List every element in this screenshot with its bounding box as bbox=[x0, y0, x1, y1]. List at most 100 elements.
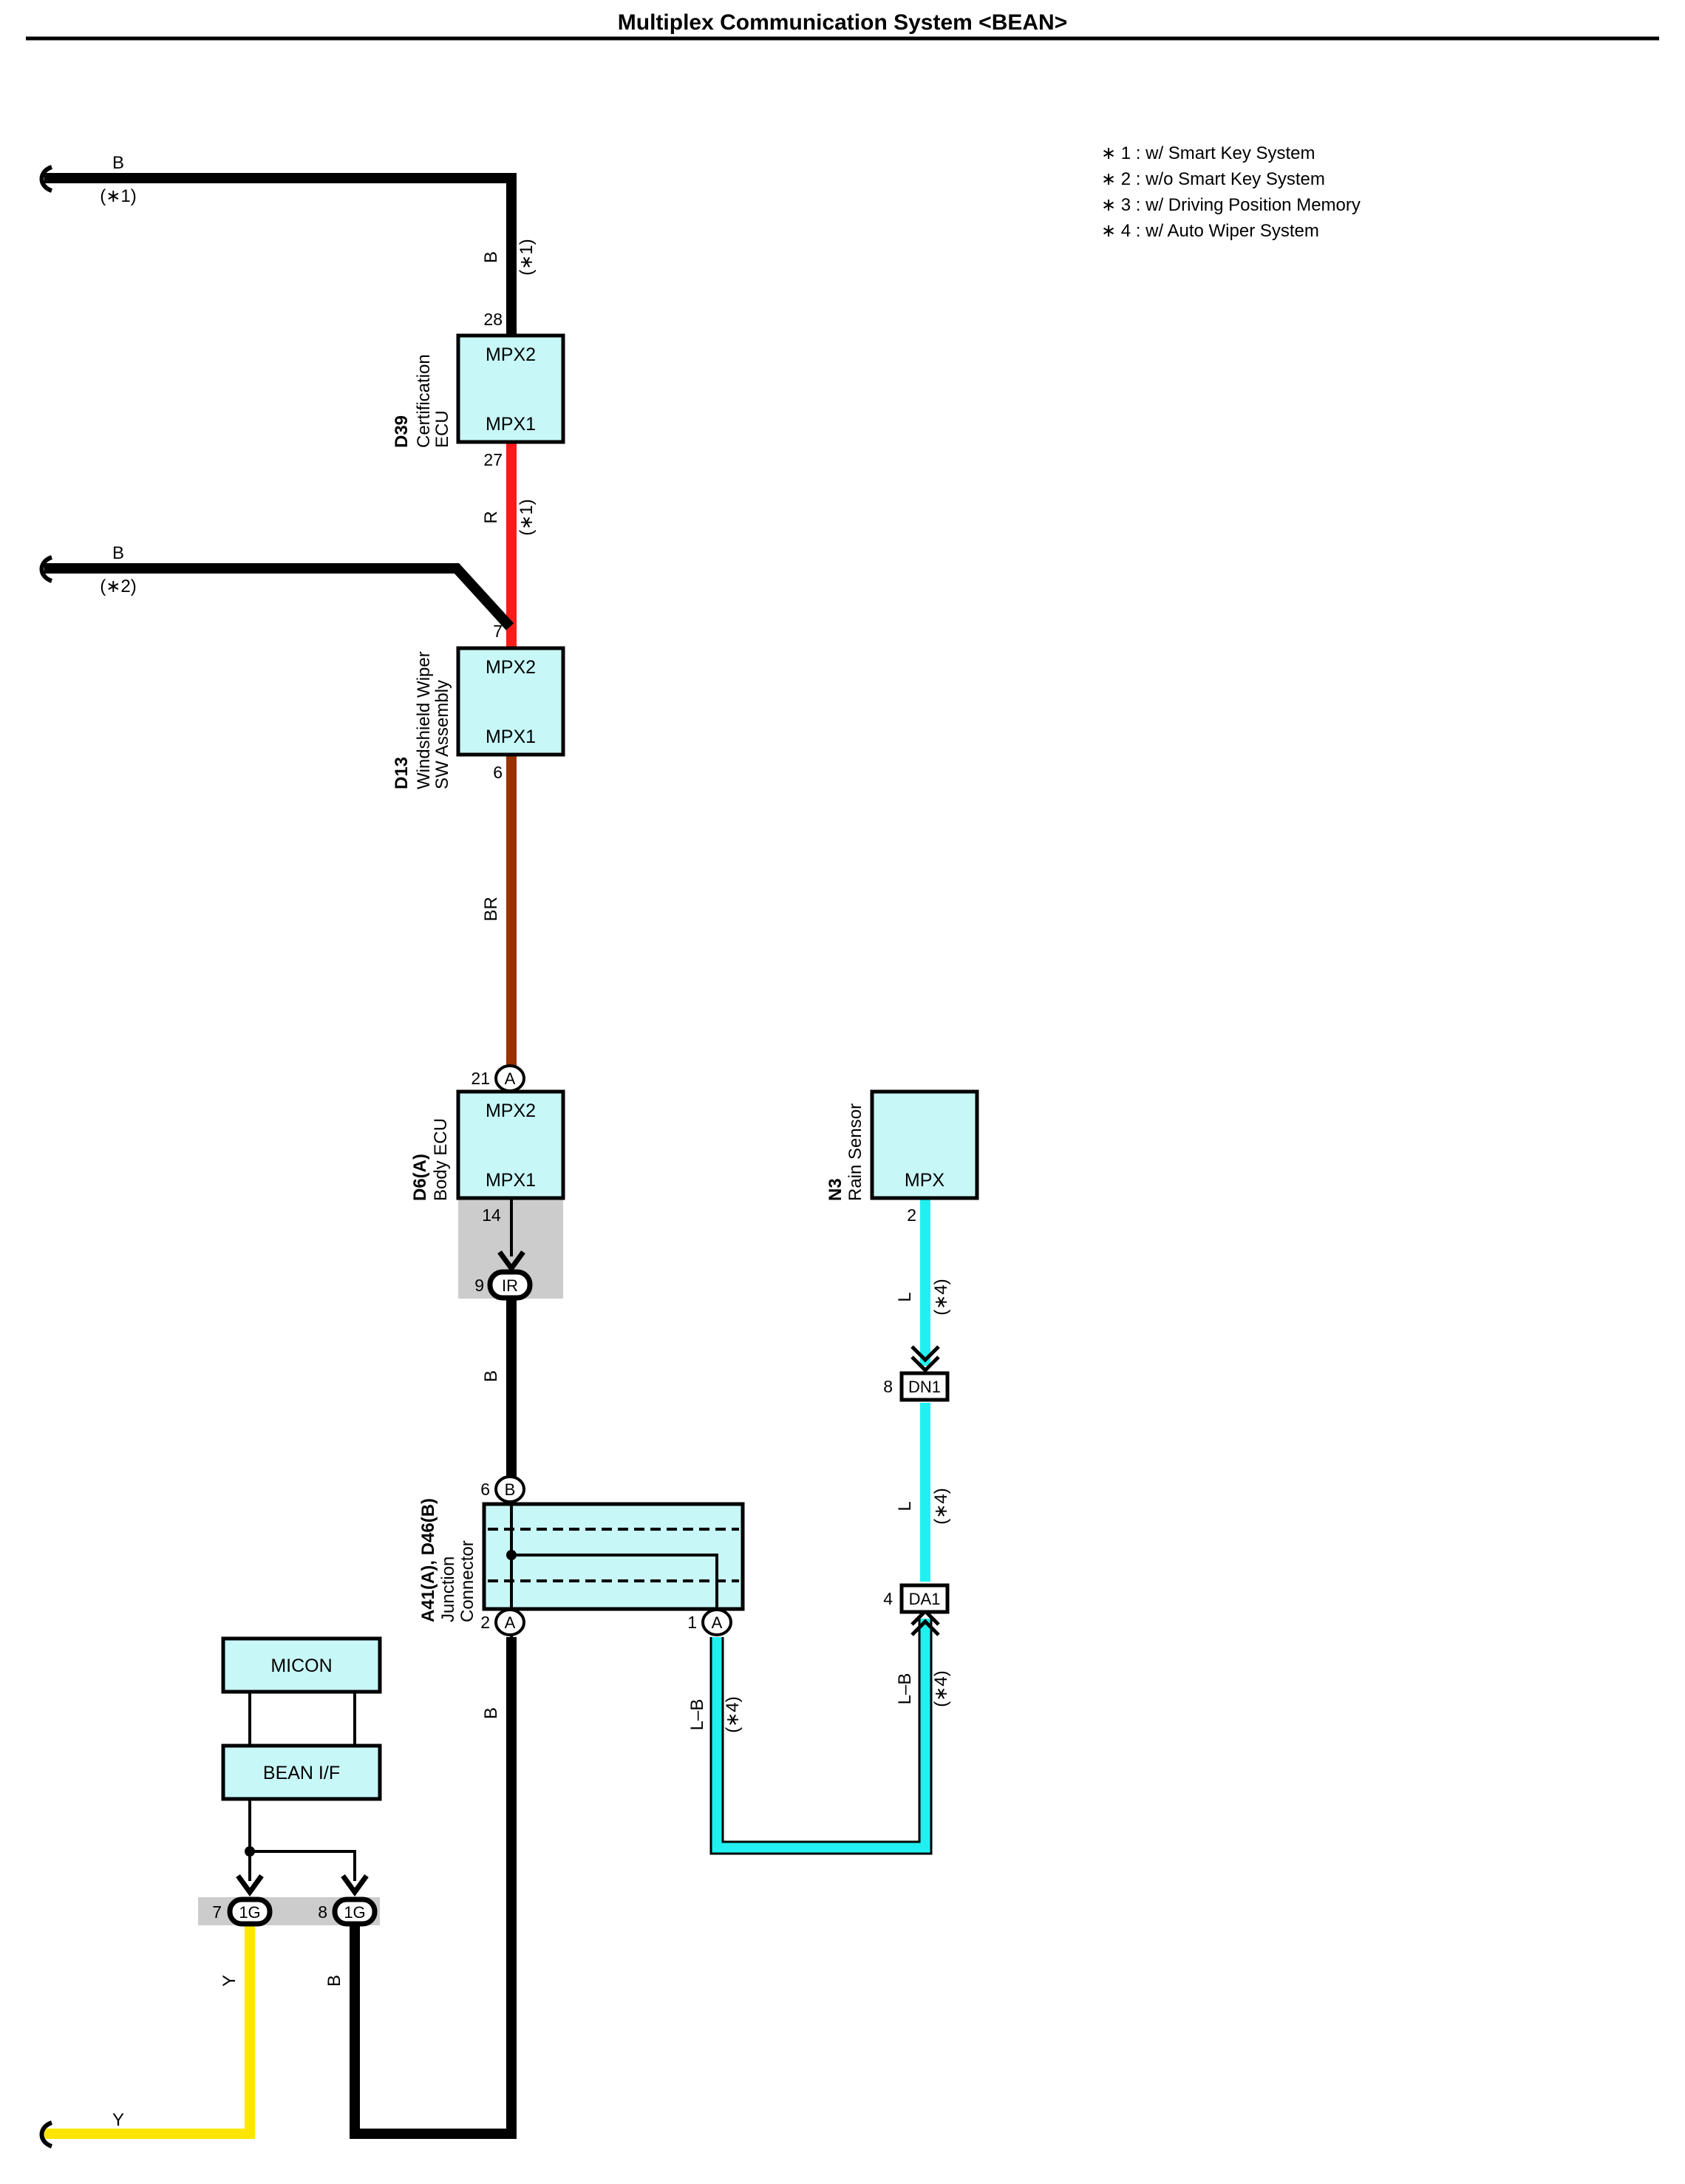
d39-pin-top: 28 bbox=[483, 310, 503, 329]
n3-code-wrap: N3 bbox=[826, 1178, 845, 1201]
jc-internal-branch bbox=[511, 1554, 718, 1626]
da1-pin: 4 bbox=[883, 1589, 893, 1608]
d6-name-1: Body ECU bbox=[431, 1118, 451, 1201]
wire-lb-right-note: (∗4) bbox=[931, 1670, 951, 1707]
lbl-wrap: L–B bbox=[687, 1699, 707, 1731]
lu-wrap: L bbox=[895, 1292, 915, 1302]
d6-pin-bottom: 14 bbox=[482, 1205, 501, 1225]
d13-code-wrap: D13 bbox=[392, 757, 412, 789]
wire-top-b-note: (∗1) bbox=[100, 186, 136, 206]
d39-name-1-wrap: Certification bbox=[414, 354, 434, 448]
page-title: Multiplex Communication System <BEAN> bbox=[618, 10, 1067, 35]
lun-wrap: (∗4) bbox=[931, 1279, 951, 1315]
1g-7-pin: 7 bbox=[212, 1902, 222, 1922]
wire-mid-b bbox=[44, 563, 514, 630]
wire-break-bottom bbox=[39, 2120, 53, 2149]
d6-mpx2: MPX2 bbox=[486, 1100, 536, 1121]
wire-b-ir-label: B bbox=[481, 1370, 501, 1382]
wire-red-label: R bbox=[481, 511, 501, 523]
vb1n-wrap: (∗1) bbox=[517, 239, 537, 275]
d39-pin-bottom: 27 bbox=[483, 450, 503, 469]
d39-mpx2: MPX2 bbox=[486, 344, 536, 365]
wire-l-mid-label: L bbox=[895, 1501, 915, 1511]
lmn-wrap: (∗4) bbox=[931, 1488, 951, 1524]
micon-label: MICON bbox=[270, 1656, 332, 1676]
jc-conn-a-left-label: A bbox=[505, 1613, 516, 1632]
bean-if-label: BEAN I/F bbox=[263, 1763, 340, 1783]
d39-name-1: Certification bbox=[414, 354, 434, 448]
jc-conn-a-left bbox=[494, 1608, 525, 1636]
jc-pin-right: 1 bbox=[687, 1613, 697, 1632]
d6-mpx1: MPX1 bbox=[486, 1170, 536, 1191]
d6-body-ecu bbox=[456, 1089, 565, 1200]
d13-name-2: SW Assembly bbox=[432, 680, 452, 789]
d13-code: D13 bbox=[392, 757, 412, 789]
d13-pin-top: 7 bbox=[493, 622, 503, 641]
d13-pin-bottom: 6 bbox=[493, 763, 503, 782]
wire-l-mid-note: (∗4) bbox=[931, 1488, 951, 1524]
wire-lb-left-label: L–B bbox=[687, 1699, 707, 1731]
d39-mpx1: MPX1 bbox=[486, 414, 536, 435]
wire-break-mid bbox=[39, 555, 53, 583]
redn-wrap: (∗1) bbox=[517, 499, 537, 535]
d13-wiper-switch bbox=[456, 646, 565, 757]
1g-8-pin: 8 bbox=[318, 1902, 327, 1922]
b1g-wrap: B bbox=[324, 1975, 344, 1987]
note-1: ∗ 1 : w/ Smart Key System bbox=[1101, 143, 1315, 163]
d6-name-wrap: Body ECU bbox=[431, 1118, 451, 1201]
wire-brown-label: BR bbox=[481, 897, 501, 921]
ir-pin: 9 bbox=[474, 1276, 484, 1295]
lm-wrap: L bbox=[895, 1501, 915, 1511]
wire-yellow bbox=[44, 1925, 255, 2139]
da1-label: DA1 bbox=[909, 1590, 941, 1608]
jc-conn-a-right bbox=[701, 1608, 732, 1636]
jc-name-1: Junction bbox=[438, 1557, 458, 1622]
d6-pin-top: 21 bbox=[471, 1069, 490, 1088]
wire-break-top bbox=[39, 165, 53, 193]
d6-conn-a bbox=[494, 1064, 525, 1092]
wire-top-b-label: B bbox=[112, 153, 124, 173]
dn1-connector bbox=[899, 1371, 950, 1402]
note-2: ∗ 2 : w/o Smart Key System bbox=[1101, 169, 1325, 189]
jc-pin-left: 2 bbox=[480, 1613, 490, 1632]
br-wrap: BR bbox=[481, 897, 501, 921]
d39-name-2: ECU bbox=[432, 410, 452, 448]
red-wrap: R bbox=[481, 511, 501, 523]
jc-code: A41(A), D46(B) bbox=[418, 1498, 438, 1622]
wire-red-note: (∗1) bbox=[517, 499, 537, 535]
wire-mid-b-label: B bbox=[112, 543, 124, 563]
wire-top-vert-label: B bbox=[481, 251, 501, 263]
splice-dot bbox=[245, 1846, 255, 1857]
lbr-wrap: L–B bbox=[895, 1673, 915, 1705]
lbrn-wrap: (∗4) bbox=[931, 1670, 951, 1707]
notes-legend: ∗ 1 : w/ Smart Key System ∗ 2 : w/o Smar… bbox=[1101, 143, 1361, 241]
ir-connector-label: IR bbox=[502, 1276, 518, 1295]
d39-certification-ecu bbox=[456, 333, 565, 444]
wire-lb-right-label: L–B bbox=[895, 1673, 915, 1705]
lbln-wrap: (∗4) bbox=[723, 1696, 743, 1732]
jc-name-1-wrap: Junction bbox=[438, 1557, 458, 1622]
n3-code: N3 bbox=[826, 1178, 845, 1201]
arrow-dn1 bbox=[910, 1345, 940, 1373]
wire-l-upper-note: (∗4) bbox=[931, 1279, 951, 1315]
n3-name-wrap: Rain Sensor bbox=[845, 1103, 865, 1201]
vb1-wrap: B bbox=[481, 251, 501, 263]
wire-lb-edge-inner bbox=[721, 1619, 921, 1843]
jc-conn-b bbox=[494, 1475, 525, 1503]
bean-if-box bbox=[221, 1744, 382, 1801]
jc-code-wrap: A41(A), D46(B) bbox=[418, 1498, 438, 1622]
dn1-pin: 8 bbox=[883, 1377, 893, 1396]
wire-beanif-8 bbox=[250, 1850, 356, 1881]
jc-name-2: Connector bbox=[457, 1540, 477, 1622]
wire-l-upper-label: L bbox=[895, 1292, 915, 1302]
d6-code-wrap: D6(A) bbox=[410, 1154, 430, 1201]
d39-name-2-wrap: ECU bbox=[432, 410, 452, 448]
y-wrap: Y bbox=[219, 1975, 239, 1987]
n3-rain-sensor bbox=[870, 1089, 979, 1200]
dn1-label: DN1 bbox=[908, 1378, 941, 1396]
wire-lb bbox=[711, 1619, 931, 1854]
blow-wrap: B bbox=[481, 1707, 501, 1719]
da1-connector bbox=[899, 1583, 950, 1614]
wire-lb-edge-outer bbox=[709, 1619, 933, 1855]
bir-wrap: B bbox=[481, 1370, 501, 1382]
